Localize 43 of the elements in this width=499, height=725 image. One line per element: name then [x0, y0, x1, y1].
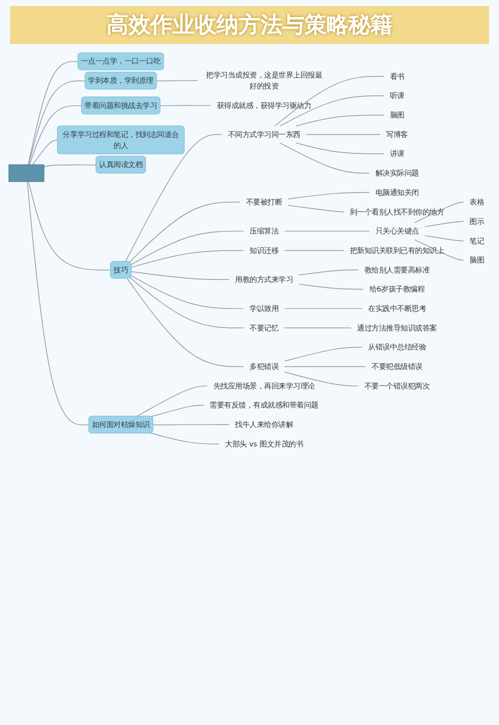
connector-line: [284, 346, 362, 362]
connector-line: [28, 80, 86, 166]
connector-line: [284, 308, 362, 309]
connector-line: [28, 181, 112, 271]
connector-line: [130, 278, 244, 328]
connector-line: [152, 424, 230, 426]
connector-line: [26, 181, 90, 426]
connector-line: [414, 202, 464, 224]
connector-line: [32, 140, 58, 166]
connector-line: [130, 230, 244, 265]
connector-line: [298, 284, 364, 290]
connector-line: [29, 105, 82, 166]
title: 高效作业收纳方法与策略秘籍: [10, 6, 489, 44]
connector-line: [424, 221, 464, 228]
connector-line: [131, 271, 230, 280]
connector-line: [284, 366, 366, 367]
connector-line: [284, 230, 370, 232]
connector-line: [306, 134, 380, 135]
connector-line: [288, 205, 344, 212]
connector-line: [284, 372, 359, 386]
connector-line: [414, 239, 464, 261]
connector-line: [125, 134, 222, 262]
connector-line: [150, 432, 220, 444]
connector-line: [44, 164, 97, 168]
connector-line: [296, 142, 384, 154]
connector-line: [131, 250, 244, 268]
connector-line: [274, 76, 384, 126]
connector-line: [280, 95, 384, 126]
connector-line: [284, 250, 344, 251]
connector-line: [160, 105, 212, 106]
connector-line: [156, 80, 198, 82]
connector-line: [130, 275, 244, 309]
connector-line: [424, 235, 464, 242]
connector-line: [136, 386, 208, 417]
connector-line: [280, 142, 370, 174]
connector-line: [129, 202, 240, 262]
connector-line: [150, 404, 204, 418]
connector-line: [288, 192, 370, 200]
connector-line: [296, 114, 384, 126]
connector-line: [28, 61, 79, 166]
connector-line: [126, 278, 244, 367]
connector-line: [298, 270, 359, 276]
root-box: [8, 164, 44, 182]
